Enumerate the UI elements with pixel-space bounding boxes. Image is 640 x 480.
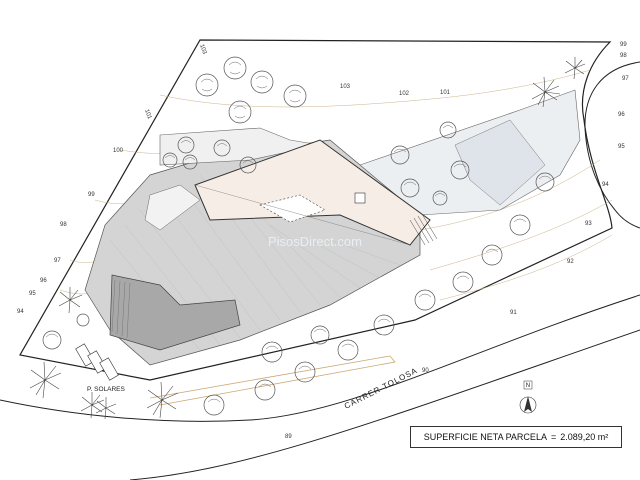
contour-label: 96 [40,278,47,284]
parcel-boundary [19,39,613,381]
palm-tree-icon [58,287,83,314]
contour-label: 99 [620,42,627,48]
street-edge-lower [129,329,640,480]
tree-icon [294,361,316,383]
palm-tree-icon [531,76,561,108]
palm-tree-icon [146,381,179,419]
house-chimney [354,192,366,204]
contour-label: 89 [285,434,292,440]
contour-label: 103 [198,44,207,56]
area-label: SUPERFICIE NETA PARCELA [423,432,547,442]
tree-icon [283,84,307,108]
parking-bays [75,343,119,381]
contour-label: 94 [602,182,609,188]
tree-icon [213,139,231,157]
contour-label: 97 [54,258,61,264]
area-value: 2.089,20 m² [560,432,609,442]
contour-label: 102 [399,91,410,97]
tree-icon [452,271,474,293]
tree-icon [400,178,420,198]
contour-label: 90 [422,368,429,374]
planting-strip-right-inner [454,119,546,206]
palm-tree-icon [80,392,105,419]
contour-label: 101 [143,109,152,121]
white-patio-left [144,184,201,231]
palm-tree-icon [564,57,586,80]
tree-icon [162,152,178,168]
contour-label: 99 [88,192,95,198]
area-equals: = [550,432,557,442]
cul-de-sac-curve [584,61,640,229]
tree-icon [390,145,410,165]
contour-labels: 103 103 102 101 101 100 99 98 97 96 95 9… [17,42,629,440]
tree-icon [432,190,448,206]
contour-label: 103 [340,84,351,90]
tree-icon [439,121,457,139]
entrance-stairs [409,213,438,246]
pool-steps [111,279,131,339]
north-arrow-icon: N [519,380,537,414]
contour-label: 93 [585,221,592,227]
tree-icon [481,244,503,266]
parcel-area-box: SUPERFICIE NETA PARCELA = 2.089,20 m² [410,426,622,448]
tree-icon [182,154,198,170]
contour-label: 96 [618,112,625,118]
tree-icon [337,339,359,361]
tree-icon [373,314,395,336]
parking-label: P. SOLARES [87,386,125,393]
north-label: N [526,383,530,389]
contour-label: 100 [113,148,124,154]
tree-icon [414,289,436,311]
tree-icon [195,73,219,97]
contour-label: 95 [29,291,36,297]
contour-label: 98 [620,53,627,59]
tree-icon [535,172,555,192]
contour-label: 97 [622,76,629,82]
tree-icon [310,325,330,345]
contour-label: 101 [440,90,451,96]
house-courtyard [259,194,326,223]
house-ridge [194,184,411,246]
street-edge-upper [0,294,640,422]
contour-label: 92 [567,259,574,265]
contour-label: 91 [510,310,517,316]
tree-icon [223,56,247,80]
trees [42,56,555,416]
palm-tree-icon [95,397,117,420]
tree-icon [239,156,257,174]
contour-label: 98 [60,222,67,228]
tree-icon [177,136,195,154]
watermark-text: PisosDirect.com [268,234,362,249]
tree-icon [228,100,252,124]
tree-icon [261,341,283,363]
palm-tree-icon [29,361,62,399]
contour-label: 95 [618,144,625,150]
tree-icon [509,214,531,236]
street-name: CARRER TOLOSA [343,366,419,411]
tree-icon [203,394,225,416]
tree-icon [42,330,62,350]
pool-area [109,274,241,351]
tree-icon [250,70,274,94]
tree-icon [76,313,90,327]
sidewalk-line [149,355,396,406]
palms [29,57,586,420]
contour-label: 94 [17,309,24,315]
tree-icon [254,379,276,401]
tree-icon [450,160,470,180]
